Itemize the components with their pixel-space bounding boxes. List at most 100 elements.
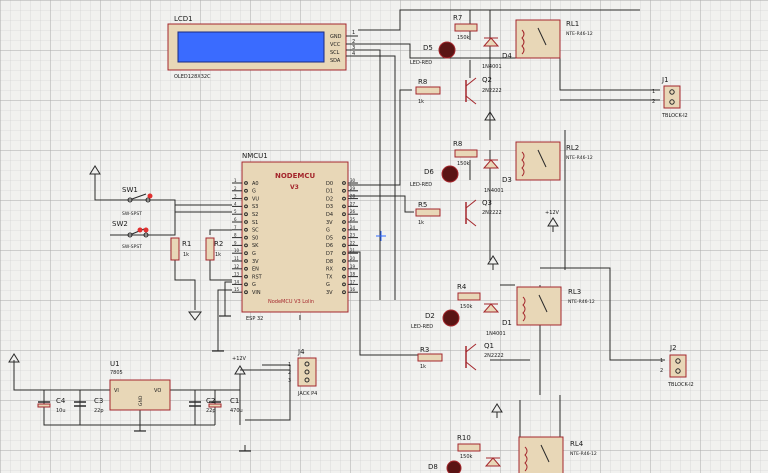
mcu-right-pin-num: 27 (350, 201, 356, 206)
relay-rl2[interactable]: RL2 NTE-R46-12 (515, 141, 593, 181)
switch-sw1[interactable]: SW1 SW-SPST (122, 186, 153, 217)
resistor-r8[interactable]: R8 1k (415, 78, 441, 105)
mcu-left-pin-label: S3 (252, 204, 258, 210)
mcu-left-pin-dot (244, 220, 248, 224)
d1-part: 1N4001 (486, 331, 506, 337)
capacitor-c2[interactable]: C2 22p (189, 397, 216, 414)
mcu-left-pin-label: EN (252, 267, 259, 273)
resistor-r2[interactable]: R2 1k (205, 237, 223, 261)
led-d2[interactable]: D2 LED-RED (411, 309, 460, 330)
resistor-r8b[interactable]: R8 150k (453, 140, 478, 167)
mcu-right-pin-label: D2 (326, 196, 333, 202)
d1-ref: D1 (502, 319, 512, 327)
nodemcu-module[interactable]: NMCU1 NODEMCU V3 NodeMCU V3 Lolin ESP 32… (232, 152, 358, 322)
mcu-right-pin-num: 17 (350, 279, 356, 284)
diode-d3[interactable]: D3 1N4001 (482, 159, 512, 194)
resistor-r1[interactable]: R1 1k (170, 237, 191, 261)
d4-part: 1N4001 (482, 64, 502, 70)
c1-ref: C1 (230, 397, 239, 405)
q1-part: 2N2222 (484, 353, 504, 359)
rl1-part: NTE-R46-12 (566, 31, 593, 37)
rl2-ref: RL2 (566, 144, 579, 152)
mcu-right-pin-num: 21 (350, 248, 356, 253)
terminal-j2[interactable]: J2 1 2 TBLOCK-I2 (660, 344, 694, 388)
r7-ref: R7 (453, 14, 462, 22)
d3-ref: D3 (502, 176, 512, 184)
lcd-pin-gnd: GND (330, 34, 342, 40)
d2-part: LED-RED (411, 324, 433, 330)
resistor-r5[interactable]: R5 1k (415, 201, 441, 226)
resistor-r3[interactable]: R3 1k (417, 346, 443, 370)
mcu-part: ESP 32 (246, 316, 263, 322)
mcu-left-pin-num: 11 (234, 256, 240, 261)
mcu-left-pin-num: 14 (234, 279, 240, 284)
mcu-right-pin-dot (342, 259, 346, 263)
transistor-q1[interactable]: Q1 2N2222 (465, 342, 504, 371)
j4-pin-1: 1 (288, 362, 291, 368)
mcu-right-pin-dot (342, 282, 346, 287)
j2-part: TBLOCK-I2 (667, 382, 694, 388)
regulator-u1[interactable]: U1 7805 VI VO GND (109, 360, 171, 411)
resistor-r10[interactable]: R10 150k (457, 434, 481, 460)
mcu-left-pin-dot (244, 227, 248, 232)
mcu-right-pin-dot (342, 274, 346, 279)
mcu-left-pin-dot (244, 282, 248, 287)
mcu-right-pin-num: 28 (350, 194, 356, 199)
lcd-display[interactable]: LCD1 OLED128X32C GND VCC SCL SDA 1 2 3 4 (167, 15, 370, 80)
mcu-left-pin-num: 8 (234, 233, 237, 238)
led-d5[interactable]: D5 LED-RED (410, 41, 456, 66)
mcu-right-pin-label: G (326, 228, 330, 234)
mcu-subtitle: V3 (290, 184, 299, 191)
mcu-left-pin-dot (244, 274, 248, 279)
r8b-ref: R8 (453, 140, 462, 148)
jack-j4[interactable]: J4 1 2 3 JACK P4 (288, 348, 317, 397)
d4-ref: D4 (502, 52, 512, 60)
mcu-right-pin-label: D4 (326, 212, 333, 218)
transistor-q2[interactable]: Q2 2N2222 (465, 76, 502, 105)
mcu-left-pin-dot (244, 204, 248, 209)
r5-ref: R5 (418, 201, 427, 209)
mcu-left-pin-label: S1 (252, 220, 258, 226)
resistor-r7[interactable]: R7 150k (453, 14, 478, 41)
led-d8[interactable]: D8 (428, 460, 462, 473)
switch-sw2[interactable]: SW2 SW-SPST (112, 220, 149, 250)
capacitor-c1[interactable]: C1 470u (208, 397, 243, 414)
mcu-left-pin-dot (244, 290, 248, 295)
r8b-value: 150k (457, 161, 470, 167)
mcu-left-pin-num: 7 (234, 225, 237, 230)
mcu-right-pin-label: D0 (326, 181, 333, 187)
q1-ref: Q1 (484, 342, 494, 350)
r10-ref: R10 (457, 434, 471, 442)
rl3-part: NTE-R46-12 (568, 299, 595, 305)
relay-rl1[interactable]: RL1 NTE-R46-12 (515, 19, 593, 59)
lcd-pin-scl: SCL (330, 50, 340, 56)
transistor-q3[interactable]: Q3 2N2222 (465, 199, 502, 227)
capacitor-c3[interactable]: C3 22p (74, 397, 104, 414)
q2-ref: Q2 (482, 76, 492, 84)
mcu-left-pin-dot (244, 243, 248, 248)
led-d6[interactable]: D6 LED-RED (410, 165, 459, 188)
mcu-left-pin-num: 13 (234, 272, 240, 277)
mcu-right-pin-dot (342, 196, 346, 201)
relay-rl4[interactable]: RL4 NTE-R46-12 (518, 436, 597, 473)
relay-rl3[interactable]: RL3 NTE-R46-12 (516, 286, 595, 326)
c2-ref: C2 (206, 397, 215, 405)
c4-ref: C4 (56, 397, 66, 405)
sw2-ref: SW2 (112, 220, 128, 228)
j4-ref: J4 (297, 348, 305, 356)
r1-ref: R1 (182, 240, 191, 248)
terminal-j1[interactable]: J1 1 2 TBLOCK-I2 (652, 76, 688, 119)
r4-value: 150k (460, 304, 473, 310)
diode-d4[interactable]: D4 1N4001 (482, 37, 512, 70)
d3-part: 1N4001 (484, 188, 504, 194)
mcu-left-pin-label: 3V (252, 259, 259, 265)
mcu-right-pin-dot (342, 227, 346, 232)
diode-d1[interactable]: D1 1N4001 (482, 303, 512, 337)
c2-value: 22p (206, 408, 216, 414)
mcu-left-pin-label: SK (252, 243, 259, 249)
r10-value: 150k (460, 454, 473, 460)
j1-part: TBLOCK-I2 (661, 113, 688, 119)
capacitor-c4[interactable]: C4 10u (37, 397, 66, 414)
diode-d7 (484, 457, 502, 467)
resistor-r4[interactable]: R4 150k (457, 283, 481, 310)
